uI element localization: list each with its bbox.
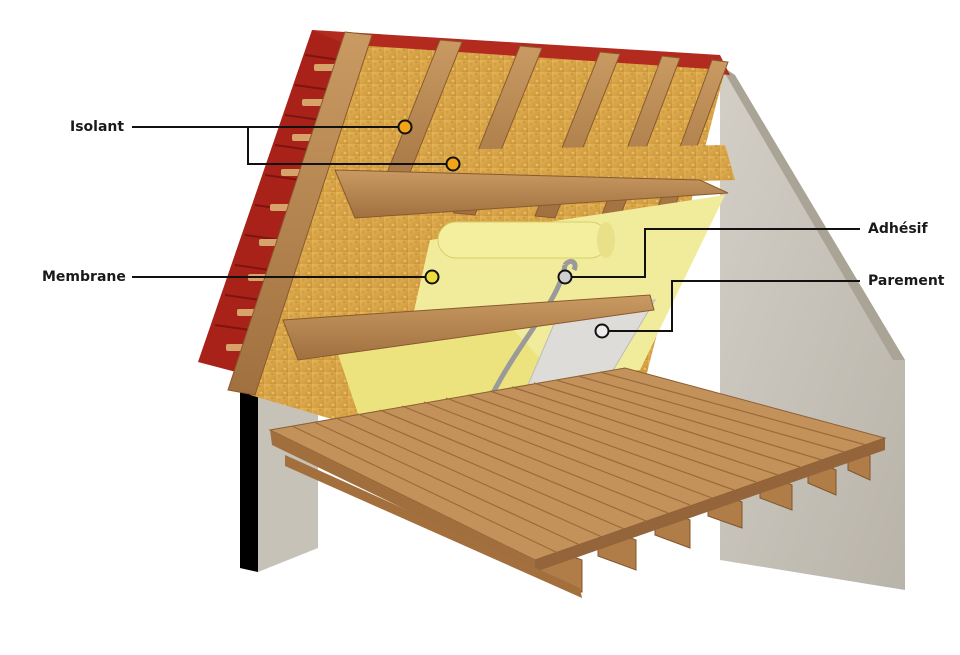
leader-parement [602,280,860,332]
floor-deck-edge [270,430,535,572]
rafters [227,31,729,396]
marker-parement [594,323,610,339]
side-wall [240,370,318,572]
floor-deck-front-edge [535,438,885,572]
marker-membrane [424,269,440,285]
marker-isolant-lower [445,156,461,172]
gable-wall-edge [720,65,905,360]
leader-adhesif [565,228,860,278]
upper-beam [334,169,729,219]
side-wall-face [240,390,258,572]
label-adhesif: Adhésif [868,221,928,237]
marker-adhesif [557,269,573,285]
adhesive-tape-hook [562,258,578,272]
marker-isolant-upper [397,119,413,135]
leader-lines [132,126,860,332]
lower-beam [282,294,655,361]
membrane-roll [437,221,615,259]
floor-boards [291,371,867,554]
roof-tiles [198,30,348,372]
label-isolant: Isolant [70,119,125,135]
floor-bearer [285,455,582,598]
tile-rows [214,54,341,331]
leader-isolant-lower [247,127,453,165]
label-membrane: Membrane [42,269,126,285]
label-parement: Parement [868,273,945,289]
